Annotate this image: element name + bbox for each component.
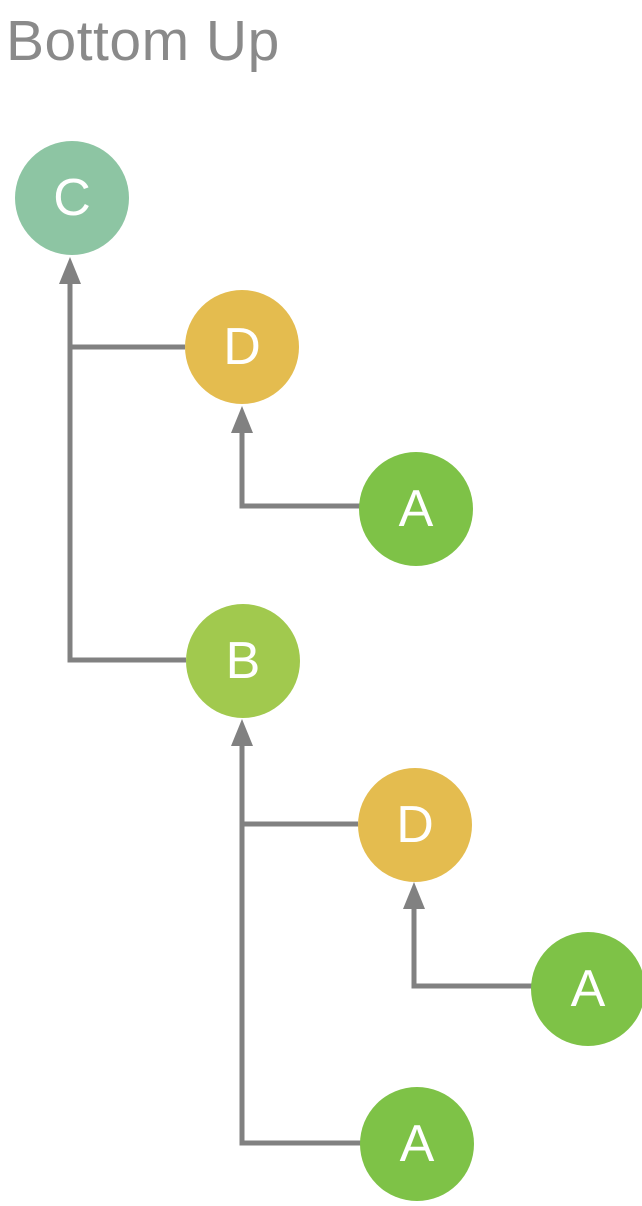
diagram-title: Bottom Up (6, 9, 280, 73)
edge-a1-to-d1 (239, 429, 360, 509)
arrowhead-into-c (59, 257, 81, 284)
node-a-bottom: A (360, 1087, 474, 1201)
node-d-lower: D (358, 768, 472, 882)
arrowhead-into-d1 (231, 406, 253, 433)
node-c: C (15, 141, 129, 255)
node-b: B (186, 604, 300, 718)
edge-trunk-to-c (67, 280, 186, 663)
arrowhead-into-b (231, 719, 253, 746)
node-a-upper: A (359, 452, 473, 566)
arrowhead-into-d2 (403, 882, 425, 909)
edge-trunk-to-b (239, 742, 361, 1146)
edge-a2-to-d2 (411, 905, 533, 989)
node-a-right: A (531, 932, 642, 1046)
node-d-upper: D (185, 290, 299, 404)
